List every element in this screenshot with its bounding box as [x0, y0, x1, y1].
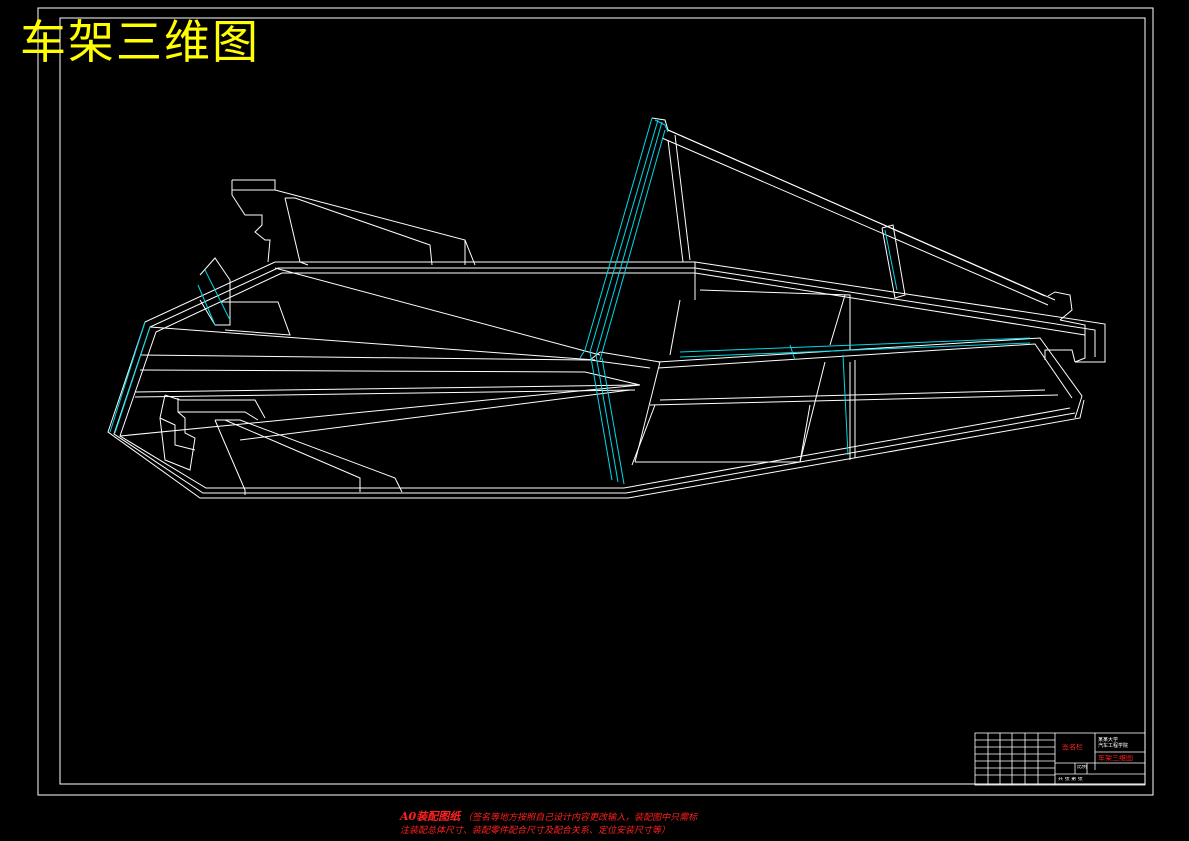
- title-block-stamp: 签名栏: [1062, 744, 1083, 751]
- title-block-sheet: 共 张 第 张: [1058, 777, 1083, 782]
- inner-sheet-border: [59, 17, 1146, 785]
- note-line-1: （签名等地方按照自己设计内容更改输入，装配图中只需标: [463, 813, 698, 823]
- note-line-2: 注装配总体尺寸、装配零件配合尺寸及配合关系、定位安装尺寸等）: [400, 826, 671, 836]
- title-block-drawing-name: 车架三维图: [1098, 755, 1133, 762]
- frame-highlight-members: [109, 117, 1031, 485]
- note-head: A0装配图纸: [400, 810, 461, 823]
- drawing-note: A0装配图纸 （签名等地方按照自己设计内容更改输入，装配图中只需标 注装配总体尺…: [400, 810, 820, 838]
- title-block-school: 某某大学 汽车工程学院: [1098, 737, 1129, 749]
- title-block-scale: 比例: [1077, 765, 1087, 770]
- frame-wireframe: [107, 117, 1106, 499]
- left-rail-outline: [107, 261, 1085, 499]
- drawing-title: 车架三维图: [20, 15, 260, 69]
- title-block-grid: [974, 732, 1146, 786]
- outer-sheet-border: [37, 7, 1154, 796]
